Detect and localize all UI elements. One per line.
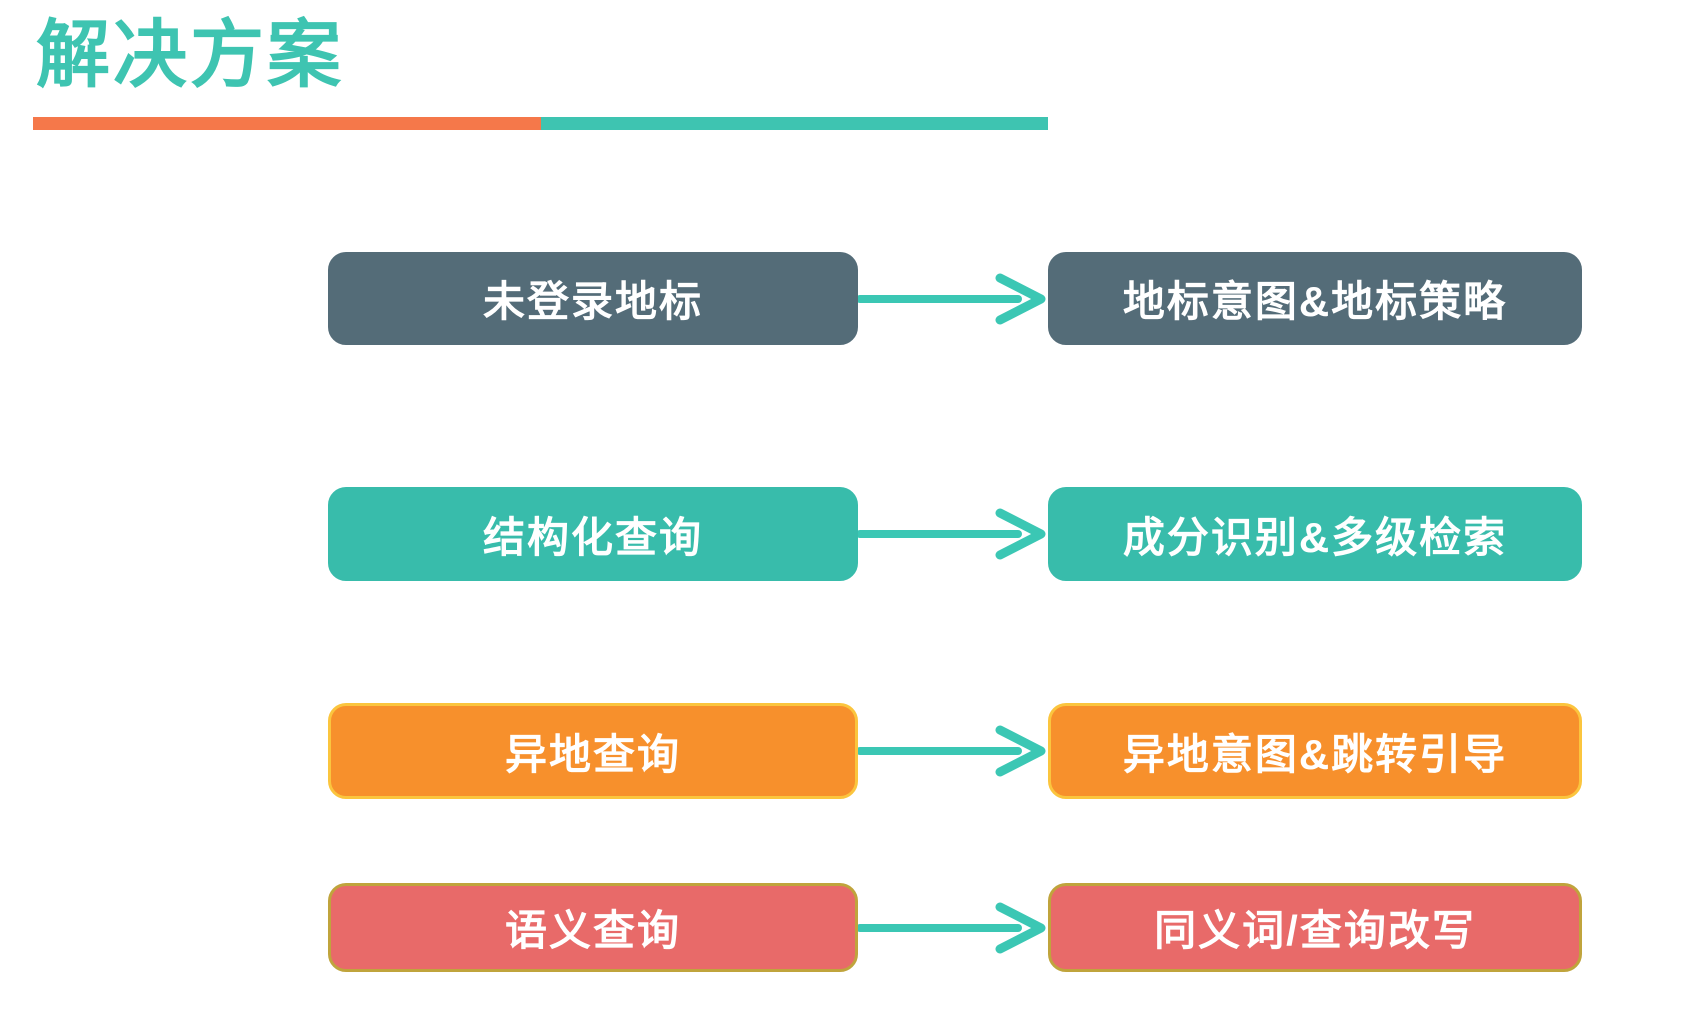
source-box-landmark: 未登录地标: [328, 252, 858, 345]
flow-row-landmark: 未登录地标 地标意图&地标策略: [0, 252, 1694, 345]
source-box-semantic-query: 语义查询: [328, 883, 858, 972]
title-underline: [33, 117, 1048, 130]
flow-row-semantic-query: 语义查询 同义词/查询改写: [0, 883, 1694, 972]
target-box-semantic-query: 同义词/查询改写: [1048, 883, 1582, 972]
right-arrow-icon: [858, 508, 1046, 560]
source-label: 异地查询: [504, 730, 681, 778]
target-label: 成分识别&多级检索: [1122, 513, 1508, 561]
source-box-structured-query: 结构化查询: [328, 487, 858, 581]
source-box-remote-query: 异地查询: [328, 703, 858, 799]
source-label: 未登录地标: [482, 278, 703, 325]
title-underline-orange-segment: [33, 117, 541, 130]
title-underline-teal-segment: [540, 117, 1048, 130]
target-box-remote-query: 异地意图&跳转引导: [1048, 703, 1582, 799]
right-arrow-icon: [858, 725, 1046, 777]
target-label: 同义词/查询改写: [1154, 907, 1476, 954]
target-label: 异地意图&跳转引导: [1122, 730, 1508, 778]
page-title: 解决方案: [36, 13, 344, 96]
flow-row-remote-query: 异地查询 异地意图&跳转引导: [0, 703, 1694, 799]
target-label: 地标意图&地标策略: [1122, 278, 1508, 325]
target-box-landmark: 地标意图&地标策略: [1048, 252, 1582, 345]
source-label: 结构化查询: [482, 513, 703, 561]
source-label: 语义查询: [504, 907, 681, 954]
target-box-structured-query: 成分识别&多级检索: [1048, 487, 1582, 581]
right-arrow-icon: [858, 902, 1046, 953]
right-arrow-icon: [858, 273, 1046, 324]
flow-row-structured-query: 结构化查询 成分识别&多级检索: [0, 487, 1694, 581]
